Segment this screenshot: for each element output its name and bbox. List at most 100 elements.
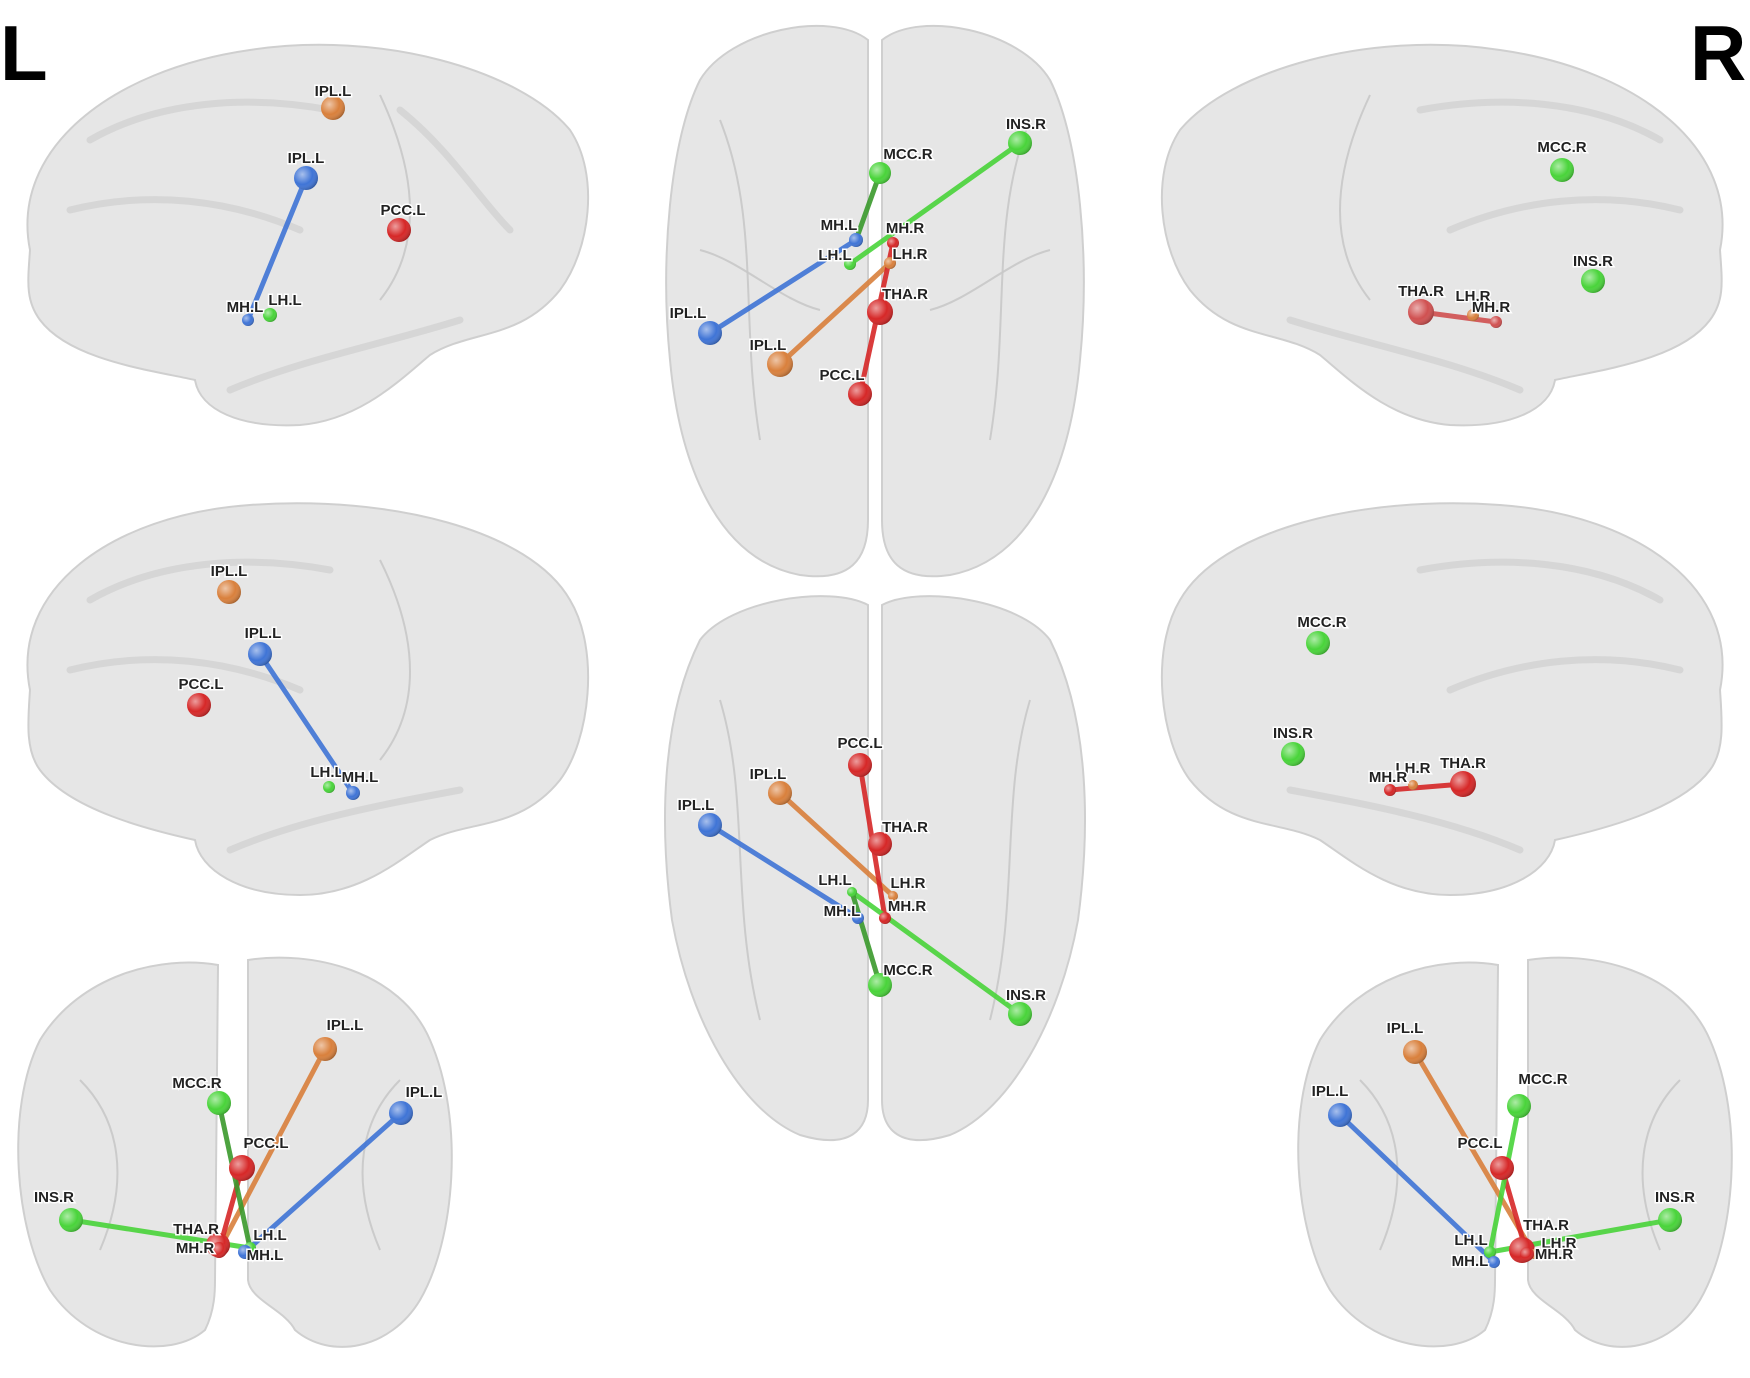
left-hemisphere-letter: L: [0, 9, 48, 97]
node-shading: [698, 813, 722, 837]
edge-ipl-l-to-mh-l: [242, 1110, 404, 1255]
node-label-ipl-l: IPL.L: [245, 625, 282, 642]
node-label-ipl-l: IPL.L: [750, 337, 787, 354]
node-shading: [869, 162, 891, 184]
node-shading: [346, 786, 360, 800]
node-label-mh-l: MH.L: [821, 217, 858, 234]
node-label-ipl-l: IPL.L: [211, 563, 248, 580]
node-label-mcc-r: MCC.R: [1297, 614, 1346, 631]
node-label-pcc-l: PCC.L: [1458, 1135, 1503, 1152]
node-label-mh-r: MH.R: [886, 220, 924, 237]
node-label-ipl-l: IPL.L: [327, 1017, 364, 1034]
node-label-tha-r: THA.R: [1398, 283, 1444, 300]
node-shading: [884, 257, 896, 269]
node-label-ipl-l: IPL.L: [678, 797, 715, 814]
node-label-lh-r: LH.R: [893, 246, 928, 263]
node-label-tha-r: THA.R: [882, 819, 928, 836]
node-label-pcc-l: PCC.L: [838, 735, 883, 752]
node-shading: [868, 832, 892, 856]
node-label-pcc-l: PCC.L: [820, 367, 865, 384]
node-shading: [187, 693, 211, 717]
node-shading: [768, 781, 792, 805]
edge-ipl-l-to-mh-r: [216, 1046, 328, 1253]
edge-ipl-l-to-mh-l: [1337, 1112, 1497, 1265]
brain-front-coronal: [17, 956, 453, 1348]
node-shading: [217, 580, 241, 604]
node-label-ipl-l: IPL.L: [315, 83, 352, 100]
node-shading: [868, 973, 892, 997]
node-label-lh-l: LH.L: [1454, 1232, 1487, 1249]
node-shading: [294, 166, 318, 190]
view-front-coronal: IPL.LMCC.RIPL.LPCC.LINS.RTHA.RMH.RLH.LMH…: [32, 1016, 443, 1266]
edge-ins-r-to-lh-l: [849, 889, 1023, 1017]
node-shading: [1484, 1246, 1496, 1258]
node-label-mcc-r: MCC.R: [883, 146, 932, 163]
node-label-tha-r: THA.R: [173, 1221, 219, 1238]
node-shading: [1008, 1002, 1032, 1026]
node-shading: [847, 887, 857, 897]
brain-right-lateral: [1160, 43, 1724, 427]
node-shading: [313, 1037, 337, 1061]
node-label-mh-r: MH.R: [888, 898, 926, 915]
node-shading: [389, 1101, 413, 1125]
node-shading: [879, 912, 891, 924]
node-label-lh-l: LH.L: [818, 247, 851, 264]
brain-back-coronal: [1297, 956, 1733, 1348]
node-label-ipl-l: IPL.L: [1387, 1020, 1424, 1037]
view-top-dorsal: INS.RMCC.RMH.LLH.LMH.RLH.RTHA.RIPL.LIPL.…: [668, 115, 1048, 406]
brain-dorsal-view: [665, 24, 1085, 578]
node-shading: [263, 308, 277, 322]
node-label-tha-r: THA.R: [1440, 755, 1486, 772]
node-shading: [867, 299, 893, 325]
brain-right-medial: [1160, 502, 1724, 897]
node-shading: [242, 314, 254, 326]
node-label-tha-r: THA.R: [1523, 1217, 1569, 1234]
node-shading: [1658, 1208, 1682, 1232]
node-shading: [888, 891, 898, 901]
node-label-pcc-l: PCC.L: [179, 676, 224, 693]
node-label-mh-l: MH.L: [1452, 1253, 1489, 1270]
node-label-mcc-r: MCC.R: [883, 962, 932, 979]
node-shading: [1490, 1156, 1514, 1180]
edge-ipl-l-to-mh-l: [707, 237, 859, 336]
node-shading: [1581, 269, 1605, 293]
node-label-mh-l: MH.L: [342, 769, 379, 786]
node-shading: [848, 753, 872, 777]
brain-ventral-view: [664, 595, 1086, 1141]
node-label-ins-r: INS.R: [1573, 253, 1613, 270]
node-shading: [844, 258, 856, 270]
node-label-ipl-l: IPL.L: [750, 766, 787, 783]
node-shading: [1490, 316, 1502, 328]
node-label-mcc-r: MCC.R: [172, 1075, 221, 1092]
edge-mcc-r-to-lh-l: [849, 889, 883, 988]
edge-mcc-r-to-mh-l: [853, 170, 883, 243]
view-right-medial: MCC.R INS.R THA.R LH.RMH.R: [1271, 613, 1488, 797]
node-shading: [1488, 1256, 1500, 1268]
node-label-mh-l: MH.L: [227, 299, 264, 316]
node-shading: [1507, 1094, 1531, 1118]
node-label-lh-r: LH.R: [891, 875, 926, 892]
node-shading: [59, 1208, 83, 1232]
node-shading: [321, 96, 345, 120]
node-shading: [323, 781, 335, 793]
edge-ins-r-to-lh-l: [847, 140, 1023, 267]
brain-left-lateral: [26, 43, 590, 427]
node-shading: [1408, 299, 1434, 325]
node-shading: [1281, 742, 1305, 766]
node-label-lh-l: LH.L: [253, 1227, 286, 1244]
node-shading: [1306, 631, 1330, 655]
node-label-mh-r: MH.R: [1472, 299, 1510, 316]
node-label-ipl-l: IPL.L: [670, 305, 707, 322]
edge-ipl-l-to-lh-r: [777, 790, 896, 899]
node-label-ins-r: INS.R: [1273, 725, 1313, 742]
edge-ipl-l-to-lh-r: [1412, 1049, 1537, 1257]
node-label-lh-r: LH.R: [1396, 760, 1431, 777]
node-shading: [387, 218, 411, 242]
node-label-mh-r: MH.R: [1369, 769, 1407, 786]
node-label-ins-r: INS.R: [1006, 116, 1046, 133]
node-label-ins-r: INS.R: [34, 1189, 74, 1206]
